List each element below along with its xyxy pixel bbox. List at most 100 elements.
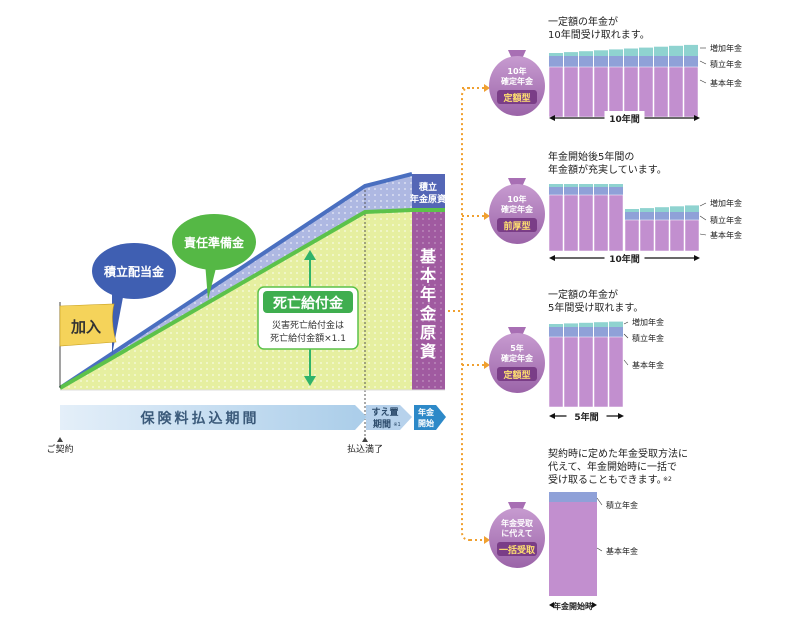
p3-purple-0 [548,336,564,408]
kihon-label: 基 本 年 金 原 資 [419,247,437,361]
p2-teal-0 [549,184,563,187]
p1-purple-2 [578,66,594,118]
p1-purple-5 [623,66,639,118]
plan-4-desc-note: ※2 [663,476,672,483]
label-text: 基本年金 [606,546,638,556]
p2b-blue-4 [685,212,699,220]
p2b-purple-4 [684,219,700,252]
period-label-bg [604,111,645,125]
period-arrow-left [549,115,555,121]
death-benefit-box: 死亡給付金 災害死亡給付金は 死亡給付金額×1.1 [257,286,359,350]
bag-line-1: 10年 [507,194,526,204]
label-text: 積立年金 [710,59,742,69]
bag-line-2: 確定年金 [501,204,534,214]
p1-teal-6 [639,47,653,56]
p2b-purple-0 [624,219,640,252]
p3-purple-4 [608,336,624,408]
label-leader [596,497,603,506]
plan-1-label-zouka: 増加年金 [700,43,742,53]
paid-label: 払込満了 [347,443,383,455]
plan-4-period: 年金開始時 [549,601,597,611]
label-leader [699,202,707,207]
label-text: 基本年金 [710,78,742,88]
p1-blue-0 [549,56,563,67]
period-arrow-right [592,602,597,608]
death-benefit-note-1: 災害死亡給付金は [272,319,344,331]
plan-1-label-tsumitate: 積立年金 [699,59,742,69]
p3-teal-2 [579,322,593,327]
period-label: 年金開始時 [553,601,593,611]
p1-purple-8 [668,66,684,118]
period-arrow-right [694,115,700,121]
period-label-bg [566,409,607,423]
bag-line-1: 年金受取 [501,518,533,528]
reserve-line [59,208,445,390]
p1-teal-5 [624,48,638,56]
plan-2-label-kihon: 基本年金 [699,230,742,240]
bag-type-label: 一括受取 [499,544,536,556]
paying-period-bar [60,405,367,430]
label-leader [623,359,629,366]
p3-teal-3 [594,322,608,327]
bag-type-badge [497,542,537,556]
p1-blue-3 [594,56,608,67]
p3-blue-4 [609,327,623,337]
p3-purple-2 [578,336,594,408]
plan-4-desc-3: 受け取ることもできます。 [548,474,667,486]
svg-text:本: 本 [420,266,436,285]
plan-4-desc-1: 契約時に定めた年金受取方法に [548,447,688,460]
p3-teal-0 [549,324,563,327]
plan-3-period: 5年間 [549,409,624,423]
p2b-blue-2 [655,212,669,220]
label-text: 積立年金 [632,333,664,343]
p1-teal-4 [609,49,623,56]
join-flag: 加入 [59,302,117,388]
period-label-bg [604,251,645,265]
deferment-note: ※1 [393,422,400,428]
bag-body [489,56,545,116]
p1-purple-9 [683,66,699,118]
plan-2-label-tsumitate: 積立年金 [699,215,742,225]
p3-blue-1 [564,327,578,337]
plan-1-desc-2: 10年間受け取れます。 [548,28,650,41]
plan-3-desc-1: 一定額の年金が [548,288,618,301]
plan-1-label-kihon: 基本年金 [699,78,742,88]
plan-3-label-kihon: 基本年金 [623,359,664,370]
contract-marker [57,437,63,442]
p4-blue [549,492,597,502]
p2b-teal-1 [640,208,654,212]
p2-blue-2 [579,187,593,195]
label-text: 増加年金 [710,43,742,53]
label-text: 増加年金 [632,317,664,327]
bag-line-1: 10年 [507,66,526,76]
p2b-teal-4 [685,205,699,212]
bag-body [489,184,545,244]
p1-purple-3 [593,66,609,118]
p2-teal-1 [564,184,578,187]
bag-type-label: 定額型 [502,92,530,104]
plan-1-period: 10年間 [549,111,700,125]
label-text: 基本年金 [710,230,742,240]
p2b-purple-1 [639,219,655,252]
p1-purple-0 [548,66,564,118]
tsumitate-label-1: 積立 [418,181,437,193]
connector-arrowheads [484,84,490,544]
label-text: 積立年金 [710,215,742,225]
period-arrow-right [618,413,624,419]
p2b-purple-2 [654,219,670,252]
contract-label: ご契約 [46,443,73,455]
annuity-start-bar [414,405,446,430]
p1-blue-8 [669,56,683,67]
period-arrow-left [549,255,555,261]
dividend-area [60,174,412,388]
bag-type-label: 定額型 [502,369,530,381]
p3-blue-0 [549,327,563,337]
kihon-column [412,210,445,390]
p2b-purple-3 [669,219,685,252]
plan-4-label-kihon: 基本年金 [596,546,638,556]
paid-marker [362,437,368,442]
p1-blue-5 [624,56,638,67]
p1-purple-7 [653,66,669,118]
